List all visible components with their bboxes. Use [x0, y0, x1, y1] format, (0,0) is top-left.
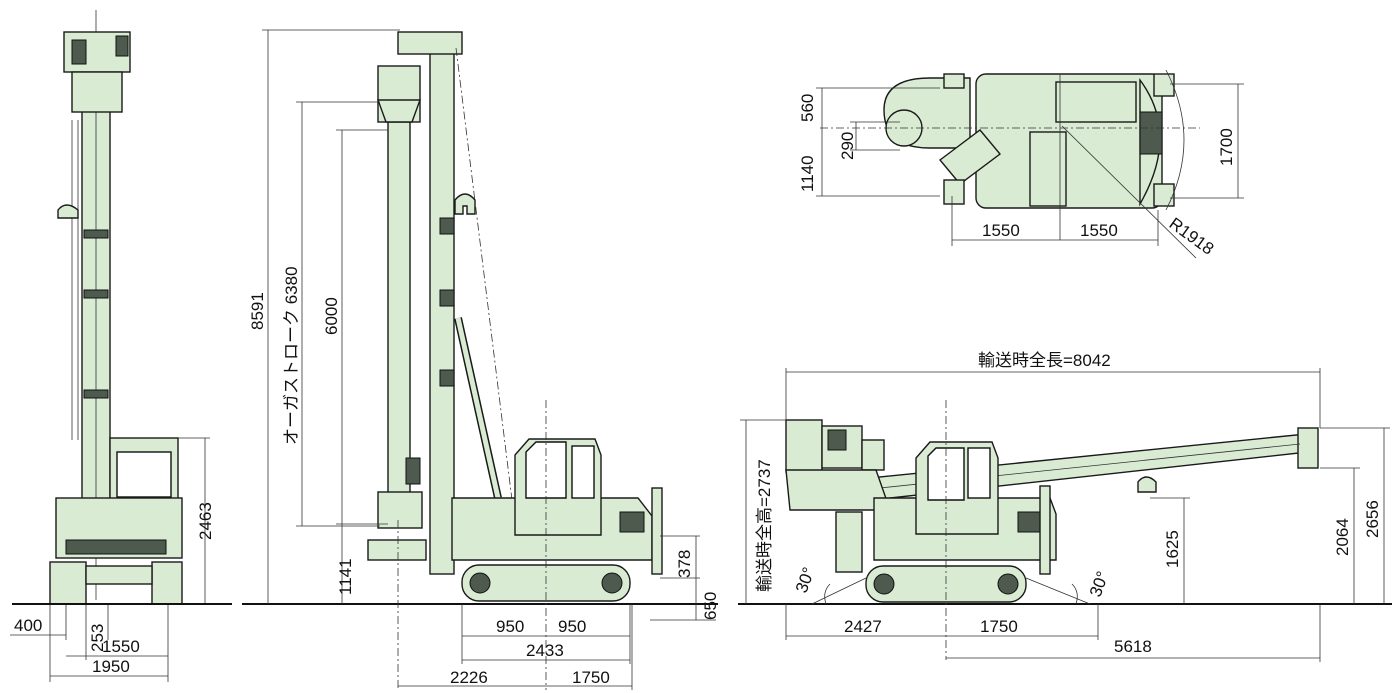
t2433-label: 2433 [526, 641, 564, 660]
front-width-label: 1950 [92, 657, 130, 676]
front-left-label: 400 [14, 616, 42, 635]
angle-left-label: 30° [792, 565, 819, 596]
t2226-label: 2226 [450, 668, 488, 687]
h650-label: 650 [701, 592, 720, 620]
side-view: 8591 オーガストローク 6380 6000 1141 378 650 950… [248, 29, 720, 690]
l2427-label: 2427 [844, 617, 882, 636]
h378-label: 378 [675, 550, 694, 578]
d290-label: 290 [838, 132, 857, 160]
t950b-label: 950 [558, 617, 586, 636]
auger-stroke-label: オーガストローク 6380 [282, 266, 301, 445]
stroke-6000-label: 6000 [322, 297, 341, 335]
front-track-label: 1550 [102, 637, 140, 656]
side-total-height-label: 8591 [248, 292, 267, 330]
d1550a-label: 1550 [982, 221, 1020, 240]
front-offset-label: 253 [88, 624, 107, 652]
l1750-label: 1750 [980, 617, 1018, 636]
low-1141-label: 1141 [336, 558, 355, 595]
t1750-label: 1750 [572, 668, 610, 687]
transport-height-label: 輸送時全高=2737 [755, 459, 774, 592]
t950a-label: 950 [496, 617, 524, 636]
h2656-label: 2656 [1363, 500, 1382, 538]
d560-label: 560 [798, 94, 817, 122]
d1700-label: 1700 [1217, 128, 1236, 166]
transport-length-label: 輸送時全長=8042 [978, 351, 1111, 370]
front-view: 2463 253 400 1550 1950 [10, 10, 215, 682]
d1550b-label: 1550 [1080, 221, 1118, 240]
l5618-label: 5618 [1114, 637, 1152, 656]
d1140-label: 1140 [798, 155, 817, 192]
h2064-label: 2064 [1333, 518, 1352, 556]
angle-right-label: 30° [1086, 569, 1113, 600]
h1625-label: 1625 [1163, 530, 1182, 568]
top-view: 560 1140 290 1700 1550 1550 R1918 [798, 69, 1244, 259]
transport-view: 30° 30° 輸送時全長=8042 輸送時全高=2737 1625 2064 … [740, 351, 1390, 662]
front-height-label: 2463 [196, 502, 215, 540]
